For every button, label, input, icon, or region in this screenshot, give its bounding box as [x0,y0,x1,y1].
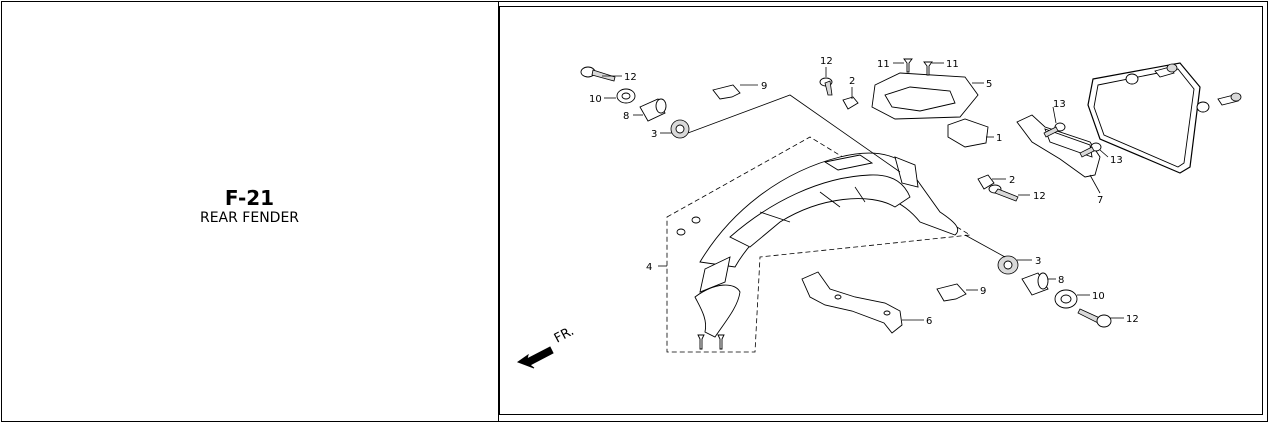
front-direction-arrow [516,346,554,369]
license-plate [1087,62,1201,174]
callout-7: 7 [1097,195,1103,206]
callout-12-mid: 12 [1033,191,1046,202]
rubber-3-top [670,119,690,139]
collar-8-bottom [1021,272,1049,296]
callout-6: 6 [926,316,932,327]
assembly-boundary [666,136,972,353]
figure-title: REAR FENDER [199,209,300,226]
screw-bottom-right [717,334,725,350]
callout-4: 4 [646,262,652,273]
collar-8-top [639,98,667,122]
callout-11-left: 11 [877,59,890,70]
license-bracket-7 [1016,114,1101,178]
plate-bolt-upper [1125,63,1178,85]
clip-9-top [712,84,741,100]
bolt-13-upper [1043,122,1066,138]
figure-caption-panel: F-21 REAR FENDER [1,1,498,420]
callout-10-bottom: 10 [1092,291,1105,302]
nut-2-mid [977,174,995,190]
screw-11-left [903,58,913,73]
callout-5: 5 [986,79,992,90]
callout-9-top: 9 [761,81,767,92]
direction-label: FR. [552,324,577,347]
clip-9-bottom [936,283,967,302]
nut-2-top [842,96,859,110]
plate-bolt-lower [1196,92,1242,113]
callout-13-upper: 13 [1053,99,1066,110]
callout-13-lower: 13 [1110,155,1123,166]
plate-1 [947,118,989,148]
bolt-12-top-center [819,77,833,96]
callout-12-top-center: 12 [820,56,833,67]
panel-divider [498,1,499,421]
callout-12-bottom: 12 [1126,314,1139,325]
washer-top [691,216,701,224]
callout-3-top: 3 [651,129,657,140]
callout-12-top-left: 12 [624,72,637,83]
bolt-12-bottom [1077,308,1112,328]
leader-lines [602,62,1124,321]
rubber-3-bottom [997,255,1019,275]
bolt-12-top-left [580,66,616,82]
bolt-13-lower [1079,142,1102,158]
cover-5 [871,72,979,120]
figure-code: F-21 [224,185,275,210]
arrow-icon [516,346,554,369]
screw-11-right [923,61,933,76]
callout-1: 1 [996,133,1002,144]
bracket-6 [801,271,903,334]
callout-10-top: 10 [589,94,602,105]
rear-fender [694,152,959,338]
callout-2-mid: 2 [1009,175,1015,186]
callout-8-top: 8 [623,111,629,122]
callout-2-top: 2 [849,76,855,87]
callout-3-bottom: 3 [1035,256,1041,267]
screw-bottom-left [697,334,705,350]
bolt-12-mid [988,184,1019,202]
callout-11-right: 11 [946,59,959,70]
diagram-svg: FR. 12 10 8 3 9 12 2 11 11 5 1 2 12 13 1… [516,56,1242,369]
callout-numbers: 12 10 8 3 9 12 2 11 11 5 1 2 12 13 13 7 … [589,56,1139,327]
exploded-diagram: FR. 12 10 8 3 9 12 2 11 11 5 1 2 12 13 1… [499,6,1263,415]
washer-left [676,228,686,236]
callout-8-bottom: 8 [1058,275,1064,286]
callout-9-bottom: 9 [980,286,986,297]
